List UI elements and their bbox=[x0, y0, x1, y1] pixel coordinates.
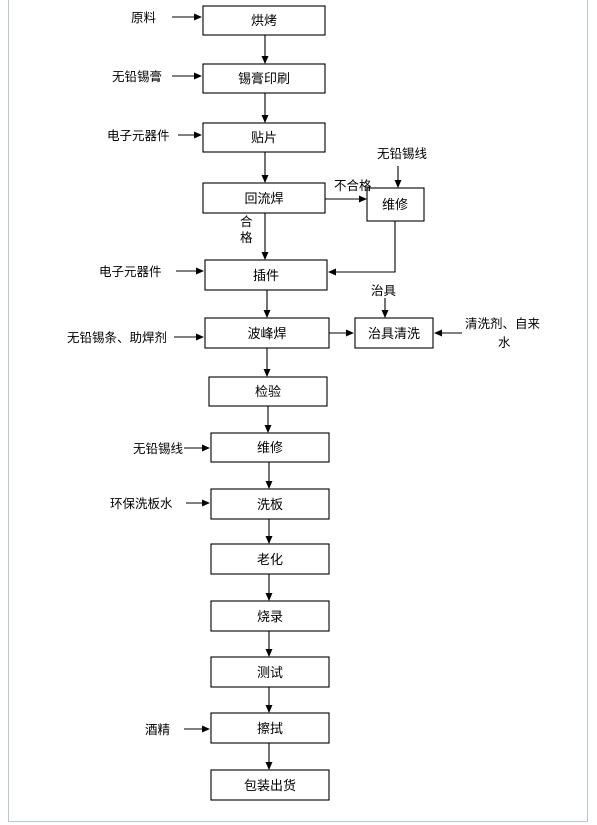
step-reflow-soldering-label: 回流焊 bbox=[244, 191, 283, 207]
step-programming: 烧录 bbox=[210, 600, 330, 632]
label-pass-char-2: 格 bbox=[240, 230, 253, 245]
label-fail: 不合格 bbox=[334, 178, 372, 193]
step-smt-placement: 贴片 bbox=[202, 122, 326, 153]
step-wiping-label: 擦拭 bbox=[257, 722, 283, 737]
input-solder-bar-flux: 无铅锡条、助焊剂 bbox=[67, 330, 167, 345]
step-repair: 维修 bbox=[210, 432, 330, 463]
step-packaging-shipment: 包装出货 bbox=[210, 769, 330, 801]
input-fixture: 治具 bbox=[371, 283, 397, 298]
step-wave-soldering: 波峰焊 bbox=[204, 317, 330, 349]
step-repair-label: 维修 bbox=[257, 441, 283, 456]
step-inspection-label: 检验 bbox=[255, 384, 281, 400]
step-wiping: 擦拭 bbox=[210, 712, 330, 744]
input-electronic-components-insert: 电子元器件 bbox=[99, 264, 162, 279]
step-testing: 测试 bbox=[210, 656, 330, 688]
fixture-cleaning-label: 治具清洗 bbox=[368, 327, 420, 342]
step-programming-label: 烧录 bbox=[257, 610, 283, 625]
input-alcohol: 酒精 bbox=[145, 722, 170, 737]
step-bake-label: 烘烤 bbox=[251, 14, 277, 29]
arrow-repair-back-to-insertion bbox=[328, 221, 396, 276]
step-testing-label: 测试 bbox=[257, 666, 283, 681]
step-board-cleaning: 洗板 bbox=[210, 488, 330, 520]
input-electronic-components-smt: 电子元器件 bbox=[107, 128, 170, 143]
step-solder-paste-printing: 锡膏印刷 bbox=[202, 63, 326, 94]
step-wave-soldering-label: 波峰焊 bbox=[247, 326, 286, 342]
input-lead-free-solder-paste: 无铅锡膏 bbox=[112, 69, 162, 84]
step-board-cleaning-label: 洗板 bbox=[257, 498, 283, 513]
input-repair-solder-wire: 无铅锡线 bbox=[377, 146, 428, 161]
label-pass-char-1: 合 bbox=[240, 214, 253, 229]
branch-repair-label: 维修 bbox=[382, 198, 408, 213]
step-inspection: 检验 bbox=[208, 376, 328, 407]
step-insertion: 插件 bbox=[204, 259, 328, 291]
fixture-cleaning-box: 治具清洗 bbox=[354, 317, 434, 349]
step-insertion-label: 插件 bbox=[253, 269, 279, 284]
branch-repair-box: 维修 bbox=[366, 187, 425, 222]
input-solder-wire-repair: 无铅锡线 bbox=[133, 441, 184, 456]
step-reflow-soldering: 回流焊 bbox=[202, 182, 326, 214]
input-cleaning-agent-line2: 水 bbox=[498, 335, 511, 350]
step-bake: 烘烤 bbox=[202, 5, 326, 36]
step-solder-paste-printing-label: 锡膏印刷 bbox=[238, 71, 290, 87]
step-aging-label: 老化 bbox=[257, 553, 283, 568]
input-raw-material: 原料 bbox=[131, 10, 157, 25]
step-aging: 老化 bbox=[210, 543, 330, 575]
input-eco-cleaning-water: 环保洗板水 bbox=[110, 496, 173, 511]
page-frame bbox=[8, 0, 588, 822]
input-cleaning-agent-line1: 清洗剂、自来 bbox=[465, 316, 541, 331]
step-packaging-shipment-label: 包装出货 bbox=[244, 778, 296, 794]
step-smt-placement-label: 贴片 bbox=[251, 131, 277, 146]
